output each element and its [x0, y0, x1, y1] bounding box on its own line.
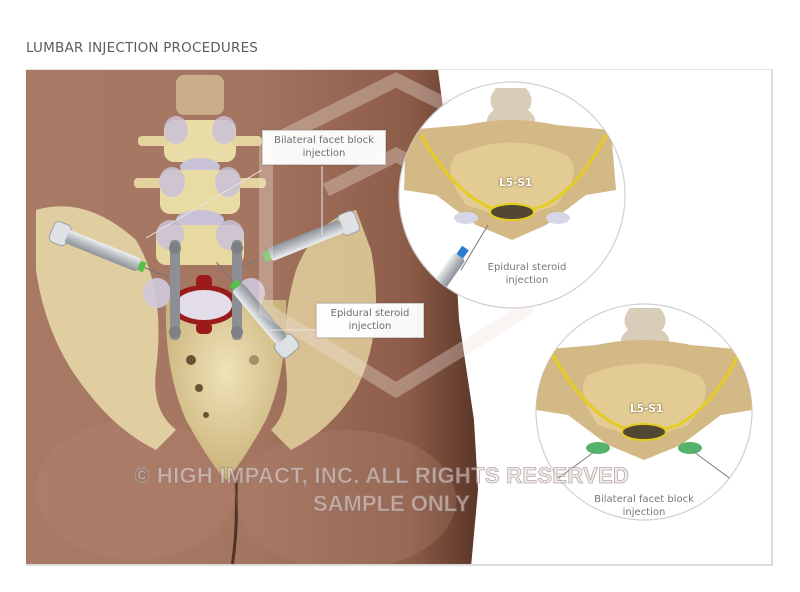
callout-epidural-line2: injection: [348, 320, 392, 332]
syringe-epidural: [216, 262, 300, 359]
callout-epidural-line1: Epidural steroid: [330, 308, 410, 319]
watermark-copyright: © HIGH IMPACT, INC. ALL RIGHTS RESERVED: [134, 463, 630, 489]
callout-facet-line1: Bilateral facet block: [274, 135, 374, 146]
inset2-level-label: L5-S1: [630, 403, 664, 415]
callout-facet-line2: injection: [302, 147, 346, 159]
watermark-sample: SAMPLE ONLY: [313, 491, 471, 517]
inset2-caption-line2: injection: [622, 507, 666, 518]
syringe-left: [48, 221, 169, 278]
page-title: LUMBAR INJECTION PROCEDURES: [26, 40, 259, 56]
illustration-panel: Bilateral facet block injection Epidural…: [26, 69, 773, 566]
l5-s1-disc: [170, 275, 238, 334]
inset2-caption-line1: Bilateral facet block: [594, 494, 694, 505]
callout-facet-block: Bilateral facet block injection: [262, 130, 386, 165]
lumbar-spine: [134, 75, 266, 265]
inset-facet: [535, 303, 753, 521]
anatomy-illustration: [26, 70, 753, 564]
inset2-caption: Bilateral facet block injection: [581, 493, 707, 519]
callout-epidural: Epidural steroid injection: [316, 303, 424, 338]
inset1-caption: Epidural steroid injection: [472, 261, 582, 287]
inset1-caption-line1: Epidural steroid: [487, 262, 567, 273]
inset-epidural: [398, 81, 626, 309]
syringe-right: [243, 210, 360, 267]
inset1-level-label: L5-S1: [499, 177, 533, 189]
inset1-caption-line2: injection: [505, 275, 549, 286]
